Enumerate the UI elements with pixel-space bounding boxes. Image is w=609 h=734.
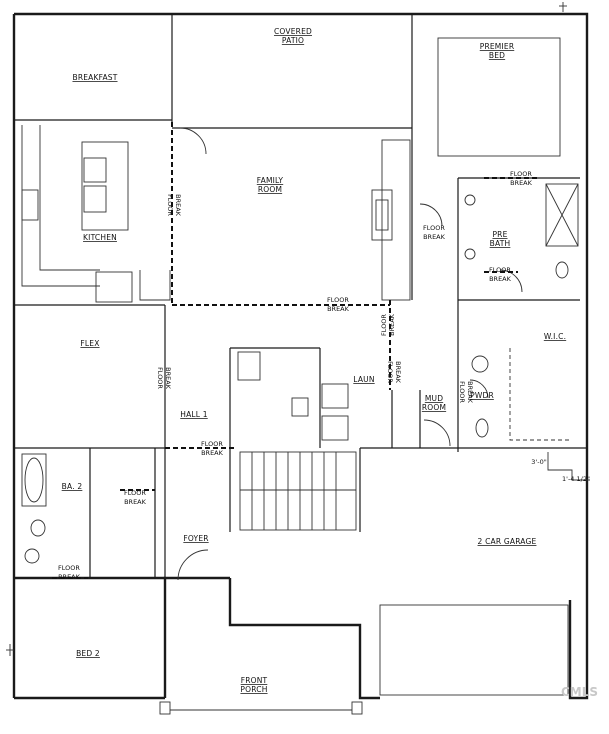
label-laun: LAUN bbox=[353, 375, 374, 384]
floor-break-label: BREAK bbox=[489, 275, 512, 283]
watermark: CMLS bbox=[561, 685, 598, 699]
fixtures bbox=[21, 37, 579, 715]
stairs bbox=[239, 451, 357, 531]
floor-break-label: BREAK bbox=[201, 449, 224, 457]
floor-break-label: FLOOR bbox=[380, 314, 388, 336]
dimension-notes: 3'-0" 1'-4 1/2" bbox=[531, 452, 590, 483]
reference-marks bbox=[6, 2, 567, 656]
floor-break-label: BREAK bbox=[164, 367, 172, 390]
exterior-walls bbox=[12, 12, 589, 700]
label-flex: FLEX bbox=[80, 339, 99, 348]
floor-break-label: BREAK bbox=[58, 573, 81, 581]
floor-break-label: FLOOR bbox=[489, 266, 511, 274]
floor-break-label: FLOOR bbox=[201, 440, 223, 448]
floor-break-label: BREAK bbox=[124, 498, 147, 506]
label-foyer: FOYER bbox=[183, 534, 208, 543]
label-premier-bed-2: BED bbox=[489, 51, 505, 60]
label-breakfast: BREAKFAST bbox=[72, 73, 117, 82]
floor-break-label: FLOOR bbox=[386, 361, 394, 383]
floor-break-label: FLOOR bbox=[510, 170, 532, 178]
label-front-porch-2: PORCH bbox=[240, 685, 267, 694]
label-mud-room-2: ROOM bbox=[422, 403, 446, 412]
floor-break-label: FLOOR bbox=[327, 296, 349, 304]
interior-walls bbox=[14, 14, 587, 578]
floor-break-label: BREAK bbox=[394, 361, 402, 384]
dimension-step-b: 1'-4 1/2" bbox=[562, 475, 590, 483]
floor-break-label: BREAK bbox=[388, 313, 396, 336]
label-ba-2: BA. 2 bbox=[62, 482, 83, 491]
label-pre-bath-2: BATH bbox=[490, 239, 511, 248]
label-family-room-2: ROOM bbox=[258, 185, 282, 194]
label-hall-1: HALL 1 bbox=[180, 410, 208, 419]
floor-break-lines bbox=[52, 122, 540, 579]
label-wic: W.I.C. bbox=[544, 332, 566, 341]
floor-break-label: FLOOR bbox=[458, 381, 466, 403]
floor-break-labels: FLOOR BREAK FLOOR BREAK FLOOR BREAK FLOO… bbox=[58, 170, 533, 581]
doors bbox=[177, 127, 523, 581]
floor-break-label: FLOOR bbox=[166, 194, 174, 216]
label-covered-patio-2: PATIO bbox=[282, 36, 304, 45]
label-premier-bed: PREMIER bbox=[480, 42, 515, 51]
floor-break-label: FLOOR bbox=[423, 224, 445, 232]
label-pre-bath: PRE bbox=[492, 230, 507, 239]
label-family-room: FAMILY bbox=[257, 176, 284, 185]
label-mud-room: MUD bbox=[425, 394, 443, 403]
room-labels: COVERED PATIO BREAKFAST PREMIER BED FAMI… bbox=[62, 27, 566, 694]
label-bed-2: BED 2 bbox=[76, 649, 100, 658]
dimension-step-a: 3'-0" bbox=[531, 458, 546, 466]
label-garage: 2 CAR GARAGE bbox=[478, 537, 537, 546]
floor-break-label: BREAK bbox=[423, 233, 446, 241]
floor-break-label: FLOOR bbox=[156, 367, 164, 389]
floor-break-label: BREAK bbox=[327, 305, 350, 313]
label-covered-patio: COVERED bbox=[274, 27, 312, 36]
floor-break-label: FLOOR bbox=[58, 564, 80, 572]
label-front-porch: FRONT bbox=[241, 676, 268, 685]
label-pwdr: PWDR bbox=[470, 391, 494, 400]
floor-break-label: BREAK bbox=[510, 179, 533, 187]
floor-break-label: FLOOR bbox=[124, 489, 146, 497]
floor-break-label: BREAK bbox=[174, 194, 182, 217]
label-kitchen: KITCHEN bbox=[83, 233, 117, 242]
floor-break-label: BREAK bbox=[466, 381, 474, 404]
